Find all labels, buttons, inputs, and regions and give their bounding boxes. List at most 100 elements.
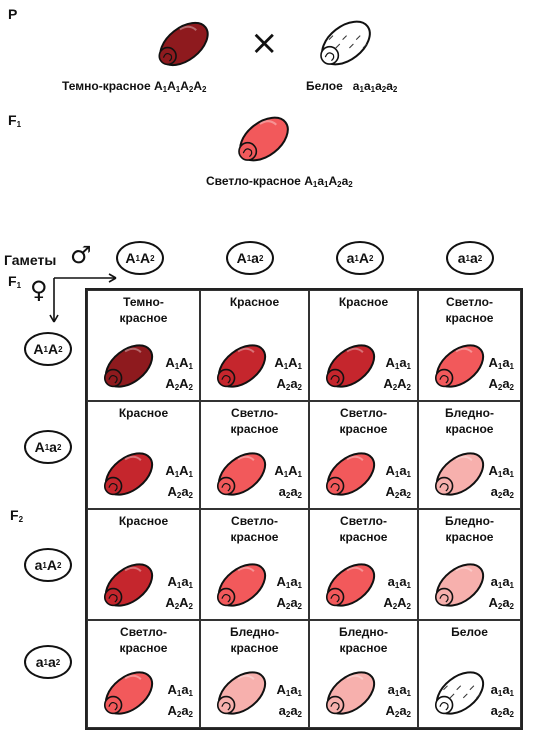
red-seed-icon [103,563,154,607]
white-seed-icon [434,671,485,715]
arrows-icon [49,273,117,323]
gametes-title: Гаметы [4,252,57,268]
f1-gametes-letter: F [8,273,17,289]
dark-red-seed-icon [158,21,209,67]
dark-red-seed-icon [103,344,154,388]
f1-caption: Светло-красное A1a1A2a2 [206,174,353,189]
pale-red-seed-icon [325,671,376,715]
phenotype-label: Красное [338,295,389,309]
p1-caption: Темно-красное A1A1A2A2 [62,79,206,94]
pale-red-seed-icon [434,452,485,496]
phenotype-label: Бледно-красное [445,514,494,544]
phenotype-label: Бледно-красное [445,406,494,436]
f2-letter: F [10,507,19,523]
p1-genotype: A1A1A2A2 [153,79,207,94]
phenotype-label: Бледно-красное [230,625,279,655]
phenotype-label: Красное [118,406,169,420]
f1-gametes-subscript: 1 [16,281,22,290]
phenotype-label: Светло-красное [339,514,388,544]
female-symbol-icon: ♀ [30,276,48,304]
p2-color-name: Белое [306,79,343,93]
pale-red-seed-icon [216,671,267,715]
phenotype-label: Светло-красное [230,406,279,436]
light-red-seed-icon [103,671,154,715]
f2-label: F2 [10,507,23,524]
p-label: P [8,6,18,22]
p1-color-name: Темно-красное [62,79,151,93]
f2-subscript: 2 [18,515,24,524]
pale-red-seed-icon [434,563,485,607]
f1-genotype: A1a1A2a2 [304,174,353,189]
red-seed-icon [216,344,267,388]
f1-letter: F [8,112,17,128]
red-seed-icon [325,344,376,388]
f1-color-name: Светло-красное [206,174,301,188]
light-red-seed-icon [434,344,485,388]
phenotype-label: Красное [118,514,169,528]
phenotype-label: Светло-красное [230,514,279,544]
light-red-seed-icon [325,563,376,607]
phenotype-label: Красное [229,295,280,309]
light-red-seed-icon [216,452,267,496]
light-red-seed-icon [238,116,289,162]
p2-genotype: a1a1a2a2 [352,79,398,94]
f1-gametes-label: F1 [8,273,21,290]
cross-symbol: × [250,23,279,63]
phenotype-label: Светло-красное [119,625,168,655]
light-red-seed-icon [216,563,267,607]
f1-subscript: 1 [16,120,22,129]
phenotype-label: Светло-красное [445,295,494,325]
white-seed-icon [320,20,371,66]
f1-label: F1 [8,112,21,129]
red-seed-icon [103,452,154,496]
male-symbol-icon: ♂ [70,241,92,269]
p2-caption: Белое a1a1a2a2 [306,79,397,94]
phenotype-label: Светло-красное [339,406,388,436]
phenotype-label: Темно-красное [119,295,168,325]
phenotype-label: Бледно-красное [339,625,388,655]
phenotype-label: Белое [451,625,488,639]
light-red-seed-icon [325,452,376,496]
